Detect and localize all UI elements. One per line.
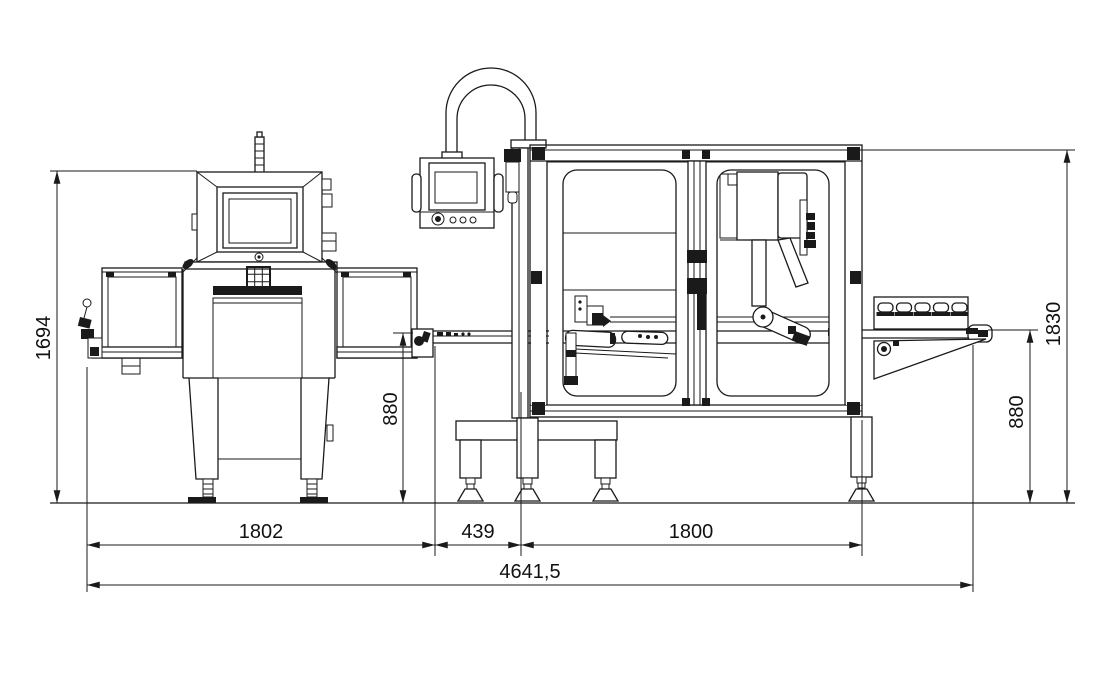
leveling-foot-icon [513, 477, 542, 502]
machine-legs [188, 377, 334, 503]
clamp-knob-icon [325, 258, 337, 270]
dimension-annotations: 1694 880 880 1830 1802 439 1800 4641,5 [33, 149, 1075, 592]
enclosure-support-legs [455, 416, 876, 502]
hmi-handle [411, 173, 422, 213]
conveyor-flights [876, 302, 969, 316]
hmi-button [431, 212, 445, 226]
dim-label-total-length: 4641,5 [499, 561, 560, 583]
hmi-handle [493, 173, 504, 213]
dim-label-transfer-length: 439 [461, 521, 494, 543]
dim-label-overall-height: 1694 [33, 316, 55, 361]
dim-label-outfeed-belt-height: 880 [1006, 395, 1028, 428]
support-brace [873, 338, 987, 380]
outfeed-conveyor-guard [336, 267, 418, 359]
dim-label-enclosure-height: 1830 [1043, 302, 1065, 347]
leveling-foot-icon [591, 477, 620, 502]
foot-pad [300, 497, 328, 503]
machine-body [182, 266, 336, 379]
door-hinge-icon [687, 278, 707, 294]
xray-inspection-machine [77, 131, 418, 503]
outfeed-roller-conveyor [862, 296, 993, 380]
foot-pad [188, 497, 216, 503]
belt-tension-latch [77, 298, 103, 359]
dim-label-transfer-belt-height: 880 [380, 392, 402, 425]
monitor-head [191, 171, 337, 263]
leveling-foot-icon [456, 477, 485, 502]
infeed-conveyor-guard [77, 267, 183, 375]
hmi-screen [434, 171, 478, 204]
hmi-button [449, 216, 457, 224]
left-door-window [562, 169, 677, 397]
air-filter-icon [504, 149, 521, 162]
hmi-control-panel [411, 157, 504, 229]
transfer-conveyor [411, 328, 549, 358]
hmi-button [469, 216, 477, 224]
door-hinge-icon [687, 250, 707, 263]
hmi-button [459, 216, 467, 224]
right-door-window [716, 169, 830, 397]
cable-arch [441, 67, 547, 160]
enclosure-frame [529, 144, 863, 418]
infeed-frame-post [504, 147, 529, 419]
dim-label-xray-length: 1802 [239, 521, 284, 543]
enclosure-interior [563, 171, 829, 385]
dim-label-enclosure-length: 1800 [669, 521, 714, 543]
clamp-knob-icon [182, 258, 194, 270]
signal-beacon-icon [254, 131, 265, 174]
safety-enclosure [455, 144, 876, 502]
